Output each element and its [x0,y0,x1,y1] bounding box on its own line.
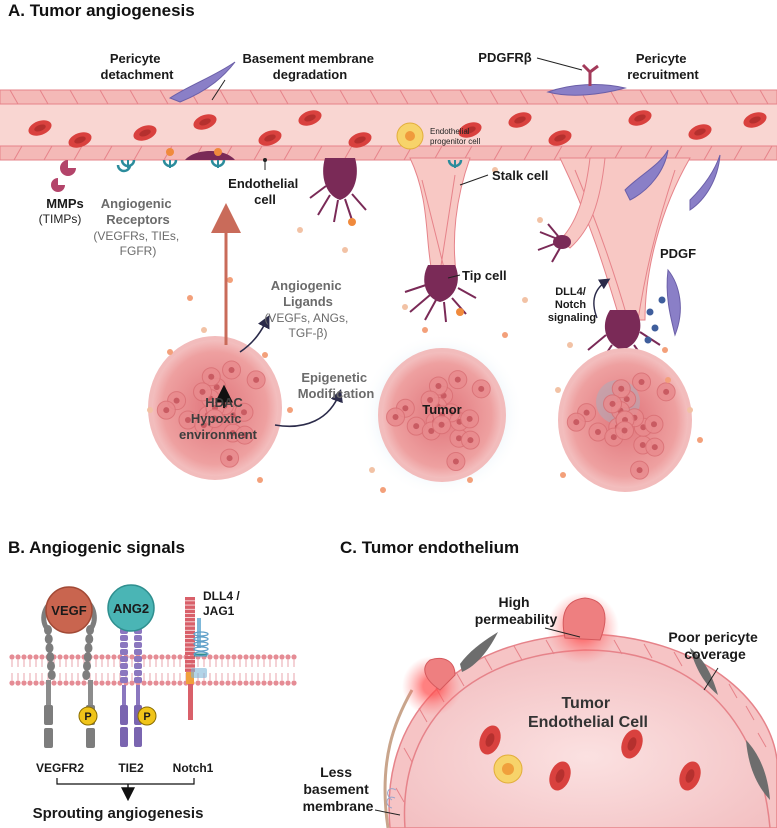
tumor-endothelium [383,592,777,828]
label-ligands-list: (VEGFs, ANGs, TGF-β) [264,311,351,340]
label-stalk-cell: Stalk cell [492,168,548,183]
leader-pdgfrb [536,57,583,71]
blood-vessel [0,89,777,161]
leader-pericyte [703,667,719,691]
sprouting-label: Sprouting angiogenesis [33,805,204,822]
label-endothelial-progenitor: Endothelial progenitor cell [430,127,480,146]
label-mmps: MMPs [46,196,84,211]
label-tumor-endothelial: Tumor Endothelial Cell [528,695,648,731]
leader-basement [211,79,226,101]
ang2-label: ANG2 [113,601,149,616]
label-tip-cell: Tip cell [462,268,507,283]
label-tumor: Tumor [422,402,461,417]
panel-c-title: C. Tumor endothelium [340,538,519,557]
pericyte-detached [168,61,236,103]
epigenetic-arrow [274,388,343,427]
leader-tip [447,274,461,279]
label-basement-membrane: Basement membrane degradation [242,51,377,82]
label-angiogenic-ligands: Angiogenic Ligands [271,278,345,309]
pericyte-recruited [546,63,721,337]
basement-cell [185,151,235,160]
panel-b-title: B. Angiogenic signals [8,538,185,557]
label-pericyte-detachment: Pericyte detachment [101,51,175,82]
vegf-ligand [45,586,93,634]
label-timps: (TIMPs) [39,212,82,226]
label-hypoxic: Hypoxic environment [179,411,258,442]
ligand-dots [147,167,703,493]
svg-text:P: P [143,711,150,723]
label-poor-pericyte: Poor pericyte coverage [668,629,761,662]
dll4-ligand [191,618,209,678]
panel-a-title: A. Tumor angiogenesis [8,1,195,20]
label-pdgfrb: PDGFRβ [478,50,532,65]
svg-text:P: P [84,711,91,723]
ang2-ligand [107,584,155,632]
label-less-basement: Less basement membrane [303,764,374,814]
angiogenic-receptors-marks [116,148,463,173]
label-pericyte-recruitment: Pericyte recruitment [627,51,699,82]
label-dll4-notch: DLL4/ Notch signaling [548,286,596,324]
label-high-permeability: High permeability [475,594,558,627]
notch1-receptor [185,597,207,720]
tip-cell-hanging [309,158,367,226]
stalk-sprout-right [559,157,691,321]
endothelial-progenitor-cell [396,122,424,150]
tumor-mass-left [148,336,282,480]
mmp-enzymes [51,160,76,192]
tumor-mass-right [558,348,692,492]
notch1-label: Notch1 [173,761,214,775]
leader-stalk [459,174,489,186]
tip-cell-small [537,223,571,263]
label-pdgf: PDGF [660,246,696,261]
label-endothelial-cell: Endothelial cell [228,176,302,207]
notch-arrow [593,278,611,319]
label-receptors-list: (VEGFRs, TIEs, FGFR) [93,229,182,258]
leader-basement-c [374,809,401,816]
bracket [56,778,195,785]
ligand-arrow [239,315,270,353]
tie2-label: TIE2 [118,761,144,775]
phospho-tie2: P [137,706,157,726]
vegf-label: VEGF [51,603,86,618]
stalk-sprout-middle [409,157,471,273]
label-epigenetic: Epigenetic Modification [298,370,375,401]
label-hdac: HDAC [205,395,243,410]
tumor-mass-middle [360,333,524,497]
vegfr2-label: VEGFR2 [36,761,84,775]
tie2-receptor [120,628,142,747]
dll4-jag1-label: DLL4 / JAG1 [203,589,243,618]
label-angiogenic-receptors: Angiogenic Receptors [101,196,175,227]
phospho-vegfr2: P [78,706,98,726]
tip-cell-middle [404,265,477,323]
leader-permeability [544,627,581,638]
